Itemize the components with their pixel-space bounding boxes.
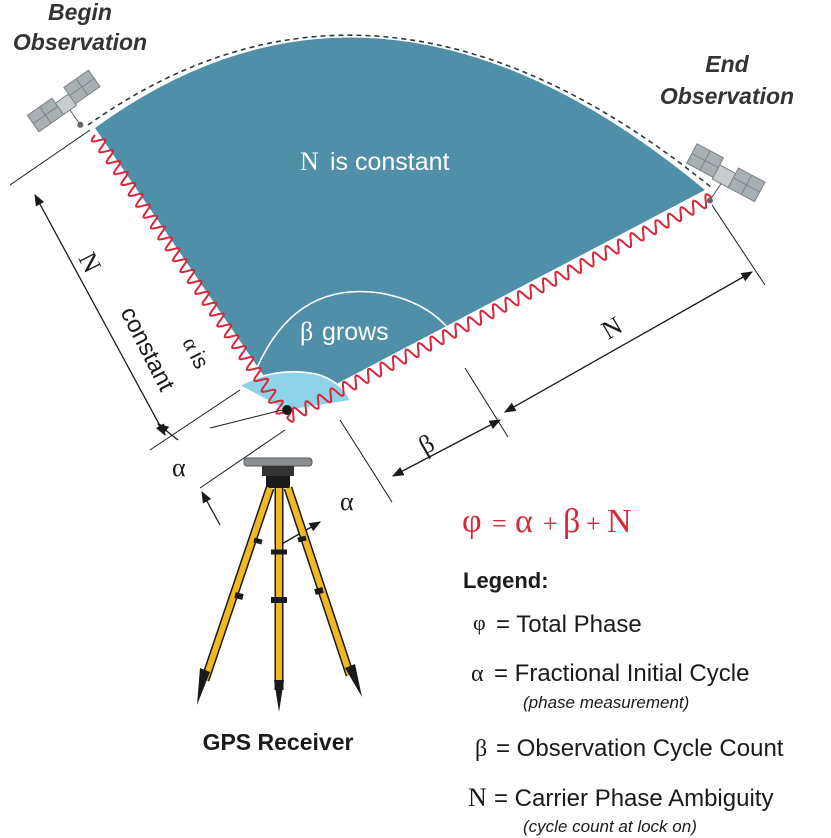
legend-text-n: = Carrier Phase Ambiguity: [494, 785, 773, 812]
dim-extension-beta-left: [339, 419, 393, 503]
dim-extension-right-top: [711, 204, 766, 286]
n-right-label: N: [597, 311, 628, 346]
satellite-icon: [686, 143, 766, 204]
tripod-icon: [197, 457, 362, 712]
legend-item-phi: φ = Total Phase: [473, 610, 642, 638]
dim-extension-left-top: [9, 129, 91, 186]
beta-grows-region: [251, 290, 471, 381]
dim-line-beta: [391, 419, 502, 477]
legend-text-phi: = Total Phase: [496, 611, 642, 638]
alpha-left-dimension-label: α: [172, 453, 186, 482]
n-is-constant-symbol: N: [300, 147, 319, 176]
beta-grows-symbol: β: [300, 317, 313, 346]
end-observation-label-2: Observation: [660, 83, 794, 109]
formula-plus-2: +: [586, 509, 601, 538]
n-is-constant-text: is constant: [330, 148, 450, 176]
begin-observation-label-2: Observation: [13, 29, 147, 55]
phase-formula: φ = α + β + N: [462, 503, 632, 540]
receiver-point: [282, 405, 292, 415]
observation-sector: [95, 37, 705, 411]
formula-alpha: α: [515, 503, 533, 540]
legend-text-beta: = Observation Cycle Count: [496, 735, 784, 762]
dim-line-n-left: [34, 193, 166, 437]
carrier-wave-left: [90, 134, 292, 419]
legend-note-n: (cycle count at lock on): [523, 817, 697, 836]
legend-item-n: N = Carrier Phase Ambiguity (cycle count…: [468, 783, 773, 836]
beta-grows-text: grows: [322, 318, 389, 346]
formula-phi: φ: [462, 503, 482, 540]
legend-item-alpha: α = Fractional Initial Cycle (phase meas…: [471, 660, 749, 712]
legend-symbol-alpha: α: [471, 661, 484, 687]
legend-title: Legend:: [463, 568, 549, 593]
alpha-is-pointer: [209, 409, 283, 429]
alpha-bottom-dimension-label: α: [340, 487, 354, 516]
legend-symbol-n: N: [468, 783, 487, 812]
dim-line-alpha-left-2: [201, 490, 221, 526]
legend-item-beta: β = Observation Cycle Count: [475, 735, 784, 762]
dim-extension-left-bottom: [149, 389, 241, 451]
constant-left-label: constant: [115, 302, 180, 395]
dim-line-alpha-left: [157, 423, 179, 441]
begin-observation-label: Begin: [48, 0, 112, 25]
legend-symbol-phi: φ: [473, 610, 486, 635]
dim-line-n-right: [503, 271, 754, 413]
legend-symbol-beta: β: [475, 736, 487, 762]
legend-note-alpha: (phase measurement): [523, 693, 689, 712]
formula-beta: β: [563, 503, 580, 540]
formula-equals: =: [492, 509, 507, 538]
formula-plus-1: +: [543, 509, 558, 538]
dim-extension-alpha-left: [199, 429, 286, 489]
satellite-icon: [26, 69, 101, 133]
legend-text-alpha: = Fractional Initial Cycle: [494, 660, 749, 687]
beta-dimension-label: β: [414, 428, 440, 460]
carrier-wave-right: [286, 193, 713, 423]
end-observation-label: End: [705, 51, 749, 77]
gps-receiver-label: GPS Receiver: [203, 729, 354, 755]
formula-n: N: [607, 503, 632, 540]
